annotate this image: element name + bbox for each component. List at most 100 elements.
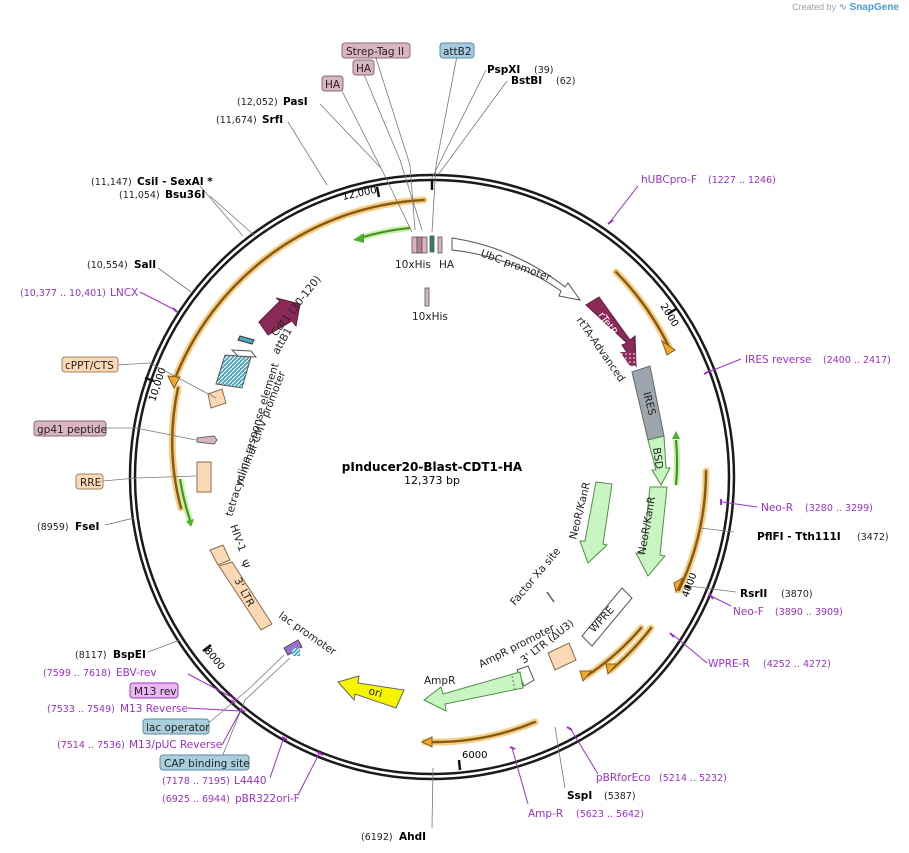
hiv1-label: HIV-1 — [227, 523, 248, 553]
primer-neo-f-name: Neo-F — [733, 606, 764, 618]
primer-ires-reverse-pos: (2400 .. 2417) — [823, 355, 891, 366]
neor-outer-feature — [635, 486, 668, 577]
primer-wpre-r-name: WPRE-R — [708, 658, 750, 670]
site-pasi-name: PasI — [283, 96, 308, 108]
primer-ires-reverse-name: IRES reverse — [745, 354, 812, 366]
plasmid-size: 12,373 bp — [404, 474, 460, 487]
site-sspi-pos: (5387) — [604, 791, 636, 802]
primer-ebv-rev-name: EBV-rev — [116, 667, 157, 679]
his-bottom-label: 10xHis — [412, 311, 448, 323]
primer-pbr322ori-f-name: pBR322ori-F — [235, 793, 300, 805]
site-rsrii-pos: (3870) — [781, 589, 813, 600]
leader-lines — [102, 54, 737, 829]
ltr3-right-feature — [547, 642, 577, 671]
site-bstbi-name: BstBI — [511, 75, 542, 87]
primer-pbrforeco-pos: (5214 .. 5232) — [659, 773, 727, 784]
ampr-label: AmpR — [424, 675, 455, 687]
primer-m13puc-rev-name: M13/pUC Reverse — [129, 739, 222, 751]
plasmid-name: pInducer20-Blast-CDT1-HA — [342, 460, 523, 474]
site-pspxi-pos: (39) — [534, 65, 554, 76]
primer-amp-r-name: Amp-R — [528, 808, 563, 820]
primer-m13-reverse-pos: (7533 .. 7549) — [47, 704, 115, 715]
lac-operator-text: lac operator — [146, 722, 210, 734]
gp41-box: gp41 peptide — [33, 420, 107, 437]
primer-neo-r-pos: (3280 .. 3299) — [805, 503, 873, 514]
rre-box-feature — [196, 461, 212, 493]
primer-l4440-pos: (7178 .. 7195) — [162, 776, 230, 787]
primer-amp-r-pos: (5623 .. 5642) — [576, 809, 644, 820]
attb2-box: attB2 — [439, 42, 475, 59]
primer-l4440-name: L4440 — [234, 775, 267, 787]
cppt-box: cPPT/CTS — [61, 356, 119, 373]
cppt-feature — [207, 388, 227, 409]
credit-brand: SnapGene — [849, 2, 899, 13]
site-bspei-pos: (8117) — [75, 650, 107, 661]
green-orf-heads — [186, 233, 680, 527]
psi-feature — [209, 544, 231, 566]
site-sali-pos: (10,554) — [87, 260, 128, 271]
site-pspxi-name: PspXI — [487, 64, 520, 76]
bsd-feature — [647, 435, 671, 487]
site-bsu36i-name: Bsu36I — [165, 189, 205, 201]
attb1-feature — [230, 335, 258, 358]
site-bsu36i-pos: (11,054) — [119, 190, 160, 201]
factor-xa-mark — [546, 591, 555, 603]
ha-top-label: HA — [439, 259, 455, 271]
primer-lncx-name: LNCX — [110, 287, 138, 299]
lac-promoter-feature — [283, 639, 303, 656]
his-top-label: 10xHis — [395, 259, 431, 271]
primer-ticks — [172, 219, 722, 756]
primer-m13puc-rev-pos: (7514 .. 7536) — [57, 740, 125, 751]
ltr3-left-feature — [218, 561, 273, 631]
ori-feature — [337, 675, 405, 709]
cdt1-feature — [258, 297, 301, 336]
primer-ebv-rev-pos: (7599 .. 7618) — [43, 668, 111, 679]
m13-rev-box: M13 rev — [129, 682, 179, 699]
site-srfi-name: SrfI — [262, 114, 283, 126]
site-srfi-pos: (11,674) — [216, 115, 257, 126]
tick-label-6000: 6000 — [462, 750, 487, 761]
orf-arrowheads — [167, 339, 685, 748]
site-sali-name: SalI — [134, 259, 156, 271]
site-pflfi-pos: (3472) — [857, 532, 889, 543]
lac-operator-box: lac operator — [142, 718, 210, 735]
site-ahdi-name: AhdI — [399, 831, 426, 843]
top-tags-feature — [411, 235, 443, 307]
factor-xa-label: Factor Xa site — [508, 546, 563, 608]
site-pasi-pos: (12,052) — [237, 97, 278, 108]
site-ahdi-pos: (6192) — [361, 832, 393, 843]
primer-pbr322ori-f-pos: (6925 .. 6944) — [162, 794, 230, 805]
ha-box-2: HA — [321, 75, 344, 92]
m13-rev-text: M13 rev — [134, 686, 177, 698]
ltr3-left-label: 3' LTR — [231, 576, 256, 609]
primer-leaders — [139, 185, 758, 805]
site-bspei-name: BspEI — [113, 649, 146, 661]
primer-wpre-r-pos: (4252 .. 4272) — [763, 659, 831, 670]
site-rsrii-name: RsrII — [740, 588, 767, 600]
site-bstbi-pos: (62) — [556, 76, 576, 87]
ha-box-2-text: HA — [325, 79, 341, 91]
primer-hubcpro-f-name: hUBCpro-F — [641, 174, 697, 186]
wpre-feature — [581, 587, 633, 647]
ubc-promoter-feature — [451, 237, 582, 301]
strep-tag-text: Strep-Tag II — [346, 46, 404, 58]
cppt-text: cPPT/CTS — [65, 360, 114, 372]
primer-neo-f-pos: (3890 .. 3909) — [775, 607, 843, 618]
snapgene-credit: Created by ∿ SnapGene — [792, 2, 899, 13]
cap-site-box: CAP binding site — [159, 754, 250, 771]
credit-text: Created by — [792, 2, 837, 12]
rtetr-feature — [585, 296, 637, 368]
primer-m13-reverse-name: M13 Reverse — [120, 703, 188, 715]
site-csii-pos: (11,147) — [91, 177, 132, 188]
strep-tag-box: Strep-Tag II — [341, 42, 411, 59]
primer-hubcpro-f-pos: (1227 .. 1246) — [708, 175, 776, 186]
snapgene-logo-icon: ∿ — [838, 2, 848, 13]
rre-box: RRE — [75, 473, 104, 490]
site-csii-name: CsiI - SexAI * — [137, 176, 213, 188]
ubc-promoter-label: UbC promoter — [479, 248, 553, 285]
tre-feature — [215, 354, 252, 389]
ori-label: ori — [367, 685, 383, 700]
primer-neo-r-name: Neo-R — [761, 502, 793, 514]
gp41-text: gp41 peptide — [37, 424, 107, 436]
attb2-text: attB2 — [443, 46, 472, 58]
